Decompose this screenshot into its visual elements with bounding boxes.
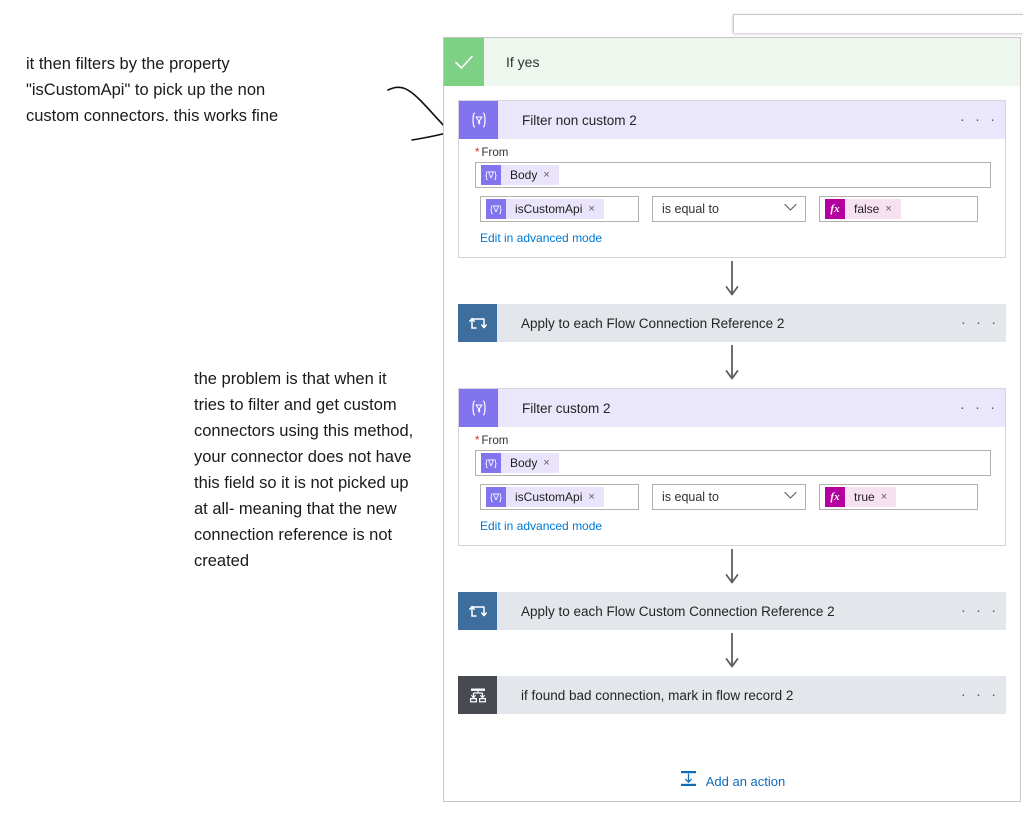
token-label: Body — [510, 168, 538, 182]
from-label-text: From — [481, 147, 509, 159]
connector-arrow — [458, 546, 1006, 592]
fx-icon: fx — [825, 199, 845, 219]
card-title: Filter non custom 2 — [522, 112, 637, 128]
operator-value: is equal to — [662, 202, 719, 216]
token-chip-expression[interactable]: fx false × — [825, 199, 901, 219]
branch-header-if-yes: If yes — [444, 38, 1020, 86]
card-menu-button[interactable]: · · · — [959, 399, 999, 416]
card-menu-button[interactable]: · · · — [959, 111, 999, 128]
token-label: Body — [510, 456, 538, 470]
chevron-down-icon[interactable] — [784, 203, 797, 215]
connector-arrow — [458, 630, 1006, 676]
apply-to-each-loop-icon — [458, 304, 497, 342]
card-header[interactable]: Filter non custom 2 · · · — [459, 101, 1005, 139]
filter-array-icon — [459, 389, 498, 427]
action-card-if-found-bad-connection[interactable]: if found bad connection, mark in flow re… — [458, 676, 1006, 714]
action-card-apply-to-each-flow-connection-reference-2[interactable]: Apply to each Flow Connection Reference … — [458, 304, 1006, 342]
token-label: false — [854, 202, 880, 216]
card-title: Apply to each Flow Custom Connection Ref… — [521, 603, 835, 619]
branch-title-label: If yes — [506, 54, 540, 70]
from-label-text: From — [481, 435, 509, 447]
from-field-label: *From — [475, 435, 991, 447]
dynamic-content-icon: {∇} — [486, 487, 506, 507]
card-stack: Filter non custom 2 · · · *From {∇} Body… — [444, 86, 1020, 793]
card-title: Apply to each Flow Connection Reference … — [521, 315, 785, 331]
card-body: *From {∇} Body × {∇} isCustomApi × — [459, 139, 1005, 257]
token-label: isCustomApi — [515, 202, 583, 216]
card-header[interactable]: Apply to each Flow Connection Reference … — [458, 304, 1006, 342]
fx-icon: fx — [825, 487, 845, 507]
token-label: true — [854, 490, 875, 504]
card-header[interactable]: Apply to each Flow Custom Connection Ref… — [458, 592, 1006, 630]
card-header[interactable]: if found bad connection, mark in flow re… — [458, 676, 1006, 714]
action-card-apply-to-each-flow-custom-connection-reference-2[interactable]: Apply to each Flow Custom Connection Ref… — [458, 592, 1006, 630]
remove-token-icon[interactable]: × — [588, 491, 595, 503]
remove-token-icon[interactable]: × — [543, 457, 550, 469]
from-input[interactable]: {∇} Body × — [475, 162, 991, 188]
connector-arrow — [458, 342, 1006, 388]
condition-left-input[interactable]: {∇} isCustomApi × — [480, 484, 639, 510]
card-title: Filter custom 2 — [522, 400, 611, 416]
token-label: isCustomApi — [515, 490, 583, 504]
remove-token-icon[interactable]: × — [588, 203, 595, 215]
card-menu-button[interactable]: · · · — [960, 602, 1000, 619]
insert-action-icon — [679, 769, 698, 793]
from-input[interactable]: {∇} Body × — [475, 450, 991, 476]
edit-in-advanced-mode-link[interactable]: Edit in advanced mode — [480, 231, 603, 245]
dynamic-content-icon: {∇} — [481, 165, 501, 185]
token-chip-expression[interactable]: fx true × — [825, 487, 897, 507]
remove-token-icon[interactable]: × — [880, 491, 888, 503]
annotation-text-top: it then filters by the property "isCusto… — [26, 55, 279, 125]
remove-token-icon[interactable]: × — [543, 169, 550, 181]
flow-designer-panel: If yes Filter non custom 2 · · · *From — [443, 37, 1021, 802]
partial-panel-edge — [733, 14, 1023, 33]
condition-left-input[interactable]: {∇} isCustomApi × — [480, 196, 639, 222]
edit-in-advanced-mode-link[interactable]: Edit in advanced mode — [480, 519, 603, 533]
required-marker: * — [475, 147, 480, 159]
condition-operator-select[interactable]: is equal to — [652, 196, 806, 222]
chevron-down-icon[interactable] — [784, 491, 797, 503]
condition-right-input[interactable]: fx false × — [819, 196, 978, 222]
from-field-label: *From — [475, 147, 991, 159]
add-an-action-label: Add an action — [705, 773, 786, 789]
remove-token-icon[interactable]: × — [885, 203, 892, 215]
action-card-filter-non-custom-2[interactable]: Filter non custom 2 · · · *From {∇} Body… — [458, 100, 1006, 258]
checkmark-icon — [444, 38, 484, 86]
annotation-text-bottom: the problem is that when it tries to fil… — [194, 370, 414, 570]
filter-array-icon — [459, 101, 498, 139]
connector-arrow — [458, 258, 1006, 304]
card-header[interactable]: Filter custom 2 · · · — [459, 389, 1005, 427]
action-card-filter-custom-2[interactable]: Filter custom 2 · · · *From {∇} Body × — [458, 388, 1006, 546]
card-menu-button[interactable]: · · · — [960, 314, 1000, 331]
dynamic-content-icon: {∇} — [486, 199, 506, 219]
add-an-action-button[interactable]: Add an action — [458, 769, 1006, 793]
card-title: if found bad connection, mark in flow re… — [521, 687, 794, 703]
condition-right-input[interactable]: fx true × — [819, 484, 978, 510]
dynamic-content-icon: {∇} — [481, 453, 501, 473]
token-chip-body[interactable]: {∇} Body × — [481, 453, 559, 473]
condition-operator-select[interactable]: is equal to — [652, 484, 806, 510]
token-chip-body[interactable]: {∇} Body × — [481, 165, 559, 185]
token-chip-iscustomapi[interactable]: {∇} isCustomApi × — [486, 487, 604, 507]
condition-row: {∇} isCustomApi × is equal to — [475, 196, 991, 222]
condition-branch-icon — [458, 676, 497, 714]
apply-to-each-loop-icon — [458, 592, 497, 630]
card-body: *From {∇} Body × {∇} isCustomApi × — [459, 427, 1005, 545]
card-menu-button[interactable]: · · · — [960, 686, 1000, 703]
required-marker: * — [475, 435, 480, 447]
token-chip-iscustomapi[interactable]: {∇} isCustomApi × — [486, 199, 604, 219]
condition-row: {∇} isCustomApi × is equal to — [475, 484, 991, 510]
operator-value: is equal to — [662, 490, 719, 504]
